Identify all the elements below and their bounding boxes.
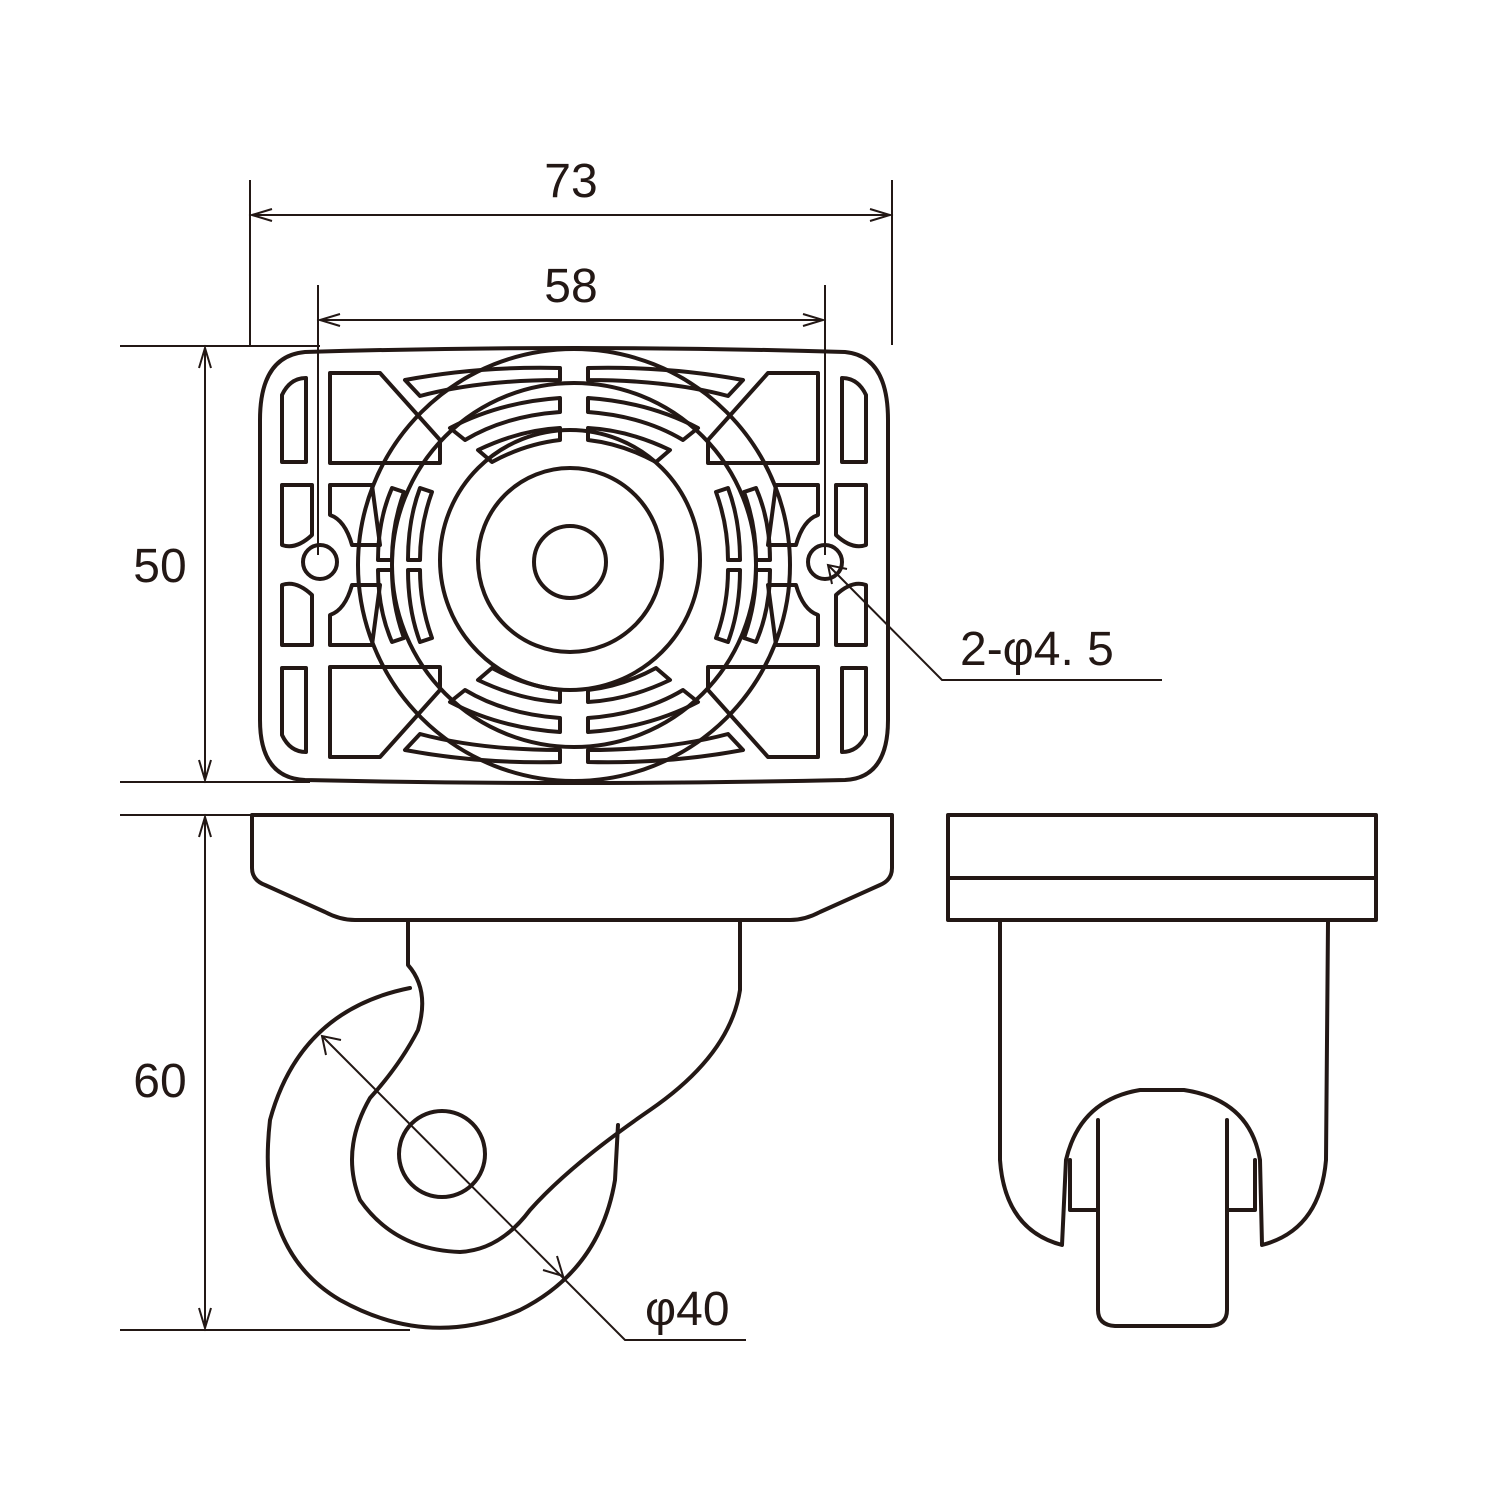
slot-left-c <box>406 486 434 562</box>
slot-top-right-inner <box>586 426 672 464</box>
pocket-side-left-upper <box>328 483 382 547</box>
front-wheel <box>1096 1118 1229 1328</box>
pocket-right-lower <box>840 666 868 754</box>
pocket-side-right-lower <box>766 583 820 647</box>
bearing-ring <box>356 347 792 783</box>
wheel-diameter-label: φ40 <box>645 1283 730 1336</box>
slot-bottom-right-outer <box>586 732 745 765</box>
slot-bottom-left-mid <box>448 688 562 734</box>
wheel-outline <box>265 986 620 1330</box>
hole-spec-label: 2-φ4. 5 <box>960 623 1114 676</box>
slot-top-left-outer <box>403 365 562 398</box>
slot-left-b <box>376 568 406 644</box>
top-view <box>258 346 890 785</box>
side-plate <box>250 813 894 922</box>
wheel-diameter-leader <box>321 1035 746 1341</box>
pocket-bottom-left <box>328 665 442 759</box>
bearing-inner-ring <box>390 381 758 749</box>
dim-58-label: 58 <box>544 260 597 313</box>
front-axle-bushing <box>1068 1158 1257 1212</box>
slot-right-b <box>742 568 772 644</box>
pocket-left-mid-lower <box>280 581 314 647</box>
slot-bottom-left-inner <box>476 666 562 704</box>
slot-bottom-right-inner <box>586 666 672 704</box>
slot-right-c <box>714 486 742 562</box>
pocket-top-left <box>328 371 442 465</box>
slot-bottom-left-outer <box>403 732 562 765</box>
hub-middle-ring <box>476 466 664 654</box>
slot-top-left-inner <box>476 426 562 464</box>
pocket-right-upper <box>840 376 868 464</box>
plate-outline <box>258 346 890 785</box>
slot-top-right-outer <box>586 365 745 398</box>
slot-left-a <box>376 486 406 562</box>
front-fork <box>998 920 1330 1247</box>
pocket-left-upper <box>280 376 308 464</box>
pocket-right-mid-lower <box>834 581 868 647</box>
pocket-side-left-lower <box>328 583 382 647</box>
slot-bottom-right-mid <box>586 688 700 734</box>
axle-hole <box>397 1109 487 1199</box>
side-view <box>250 813 894 1330</box>
hole-leader <box>827 564 1162 681</box>
dimension-lines <box>120 180 1162 1341</box>
pocket-left-mid-upper <box>280 483 314 549</box>
slot-top-right-mid <box>586 396 700 442</box>
front-view <box>946 813 1378 1328</box>
pocket-side-right-upper <box>766 483 820 547</box>
hub-outer-ring <box>438 428 702 692</box>
slot-right-a <box>742 486 772 562</box>
dim-73-label: 73 <box>544 155 597 208</box>
dim-60-label: 60 <box>133 1055 186 1108</box>
pocket-bottom-right <box>706 665 820 759</box>
slot-top-left-mid <box>448 396 562 442</box>
pocket-left-lower <box>280 666 308 754</box>
slot-left-d <box>406 568 434 644</box>
pocket-right-mid-upper <box>834 483 868 549</box>
pocket-top-right <box>706 371 820 465</box>
fork-body <box>350 920 742 1254</box>
slot-right-d <box>714 568 742 644</box>
dim-50-label: 50 <box>133 540 186 593</box>
front-plate-bottom <box>946 876 1378 922</box>
hub-center-hole <box>532 524 608 600</box>
front-plate-top <box>946 813 1378 880</box>
mounting-hole-left <box>301 543 339 581</box>
